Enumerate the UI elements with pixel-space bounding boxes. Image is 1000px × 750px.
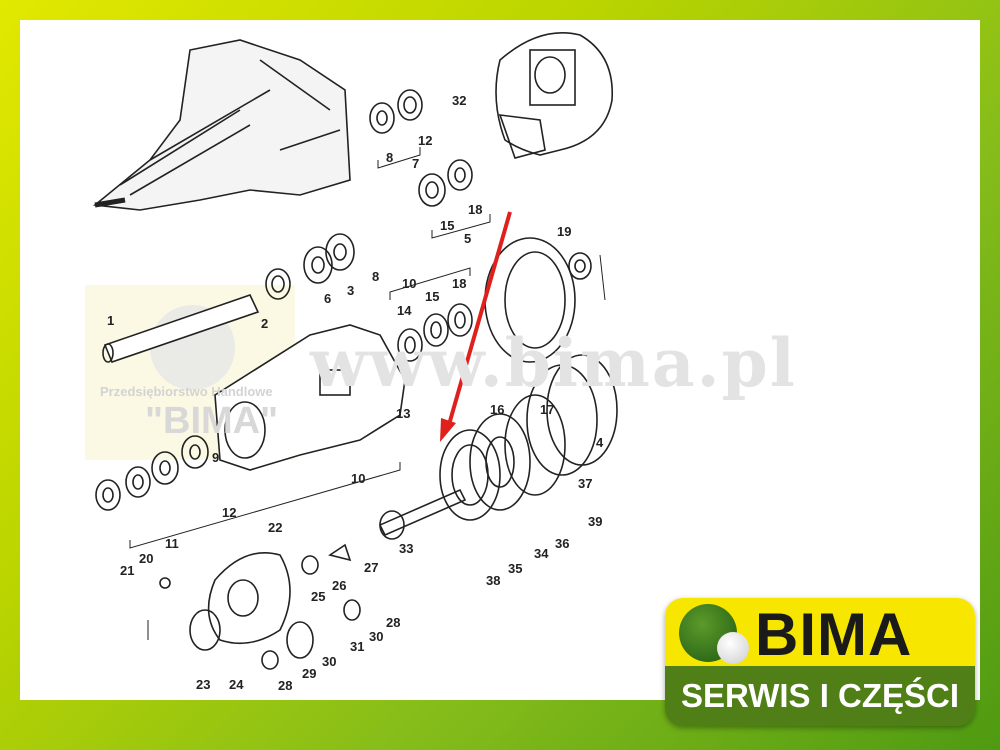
highlight-arrow	[440, 211, 512, 442]
part-label: 26	[332, 578, 346, 593]
gearbox-assembly	[93, 39, 351, 211]
part-label: 2	[261, 316, 268, 331]
lower-parts	[159, 488, 467, 670]
part-label: 23	[196, 677, 210, 692]
housing	[214, 324, 406, 471]
part-label: 22	[268, 520, 282, 535]
part-label: 12	[222, 505, 236, 520]
logo-ball-highlight-icon	[717, 632, 749, 664]
part-label: 8	[386, 150, 393, 165]
part-label: 33	[399, 541, 413, 556]
part-label: 35	[508, 561, 522, 576]
part-label: 10	[351, 471, 365, 486]
part-label: 4	[596, 435, 604, 450]
logo-tagline: SERWIS I CZĘŚCI	[680, 677, 960, 714]
grouping-brackets	[129, 147, 606, 640]
watermark-name: "BIMA"	[145, 400, 279, 442]
part-label: 5	[464, 231, 471, 246]
part-label: 17	[540, 402, 554, 417]
part-label: 20	[139, 551, 153, 566]
part-label: 32	[452, 93, 466, 108]
part-label: 28	[386, 615, 400, 630]
part-label: 6	[324, 291, 331, 306]
part-label: 30	[322, 654, 336, 669]
part-label: 36	[555, 536, 569, 551]
cover-plate	[495, 32, 614, 159]
part-label: 9	[212, 450, 219, 465]
part-label: 16	[490, 402, 504, 417]
watermark-url: www.bima.pl	[310, 324, 797, 402]
part-label: 8	[372, 269, 379, 284]
part-label: 21	[120, 563, 134, 578]
part-label: 11	[165, 536, 179, 551]
part-label: 14	[397, 303, 412, 318]
part-label: 25	[311, 589, 325, 604]
clutch-pack	[439, 354, 618, 521]
part-label: 34	[534, 546, 549, 561]
part-label: 19	[557, 224, 571, 239]
part-label: 13	[396, 406, 410, 421]
part-label: 31	[350, 639, 364, 654]
part-label: 38	[486, 573, 500, 588]
part-label: 18	[468, 202, 482, 217]
watermark-company: Przedsiębiorstwo Handlowe	[100, 384, 273, 399]
bearings	[95, 89, 592, 511]
logo-name: BIMA	[755, 601, 913, 668]
part-label: 1	[107, 313, 114, 328]
part-label: 7	[412, 156, 419, 171]
part-label: 18	[452, 276, 466, 291]
part-label: 39	[588, 514, 602, 529]
part-label: 15	[440, 218, 454, 233]
part-label: 10	[402, 276, 416, 291]
part-label: 15	[425, 289, 439, 304]
part-label: 3	[347, 283, 354, 298]
part-label: 28	[278, 678, 292, 693]
part-label: 24	[229, 677, 244, 692]
shaft	[102, 294, 260, 364]
part-label: 12	[418, 133, 432, 148]
part-label: 30	[369, 629, 383, 644]
bima-logo: BIMA SERWIS I CZĘŚCI	[665, 598, 975, 726]
part-label: 27	[364, 560, 378, 575]
part-label: 37	[578, 476, 592, 491]
part-label: 29	[302, 666, 316, 681]
